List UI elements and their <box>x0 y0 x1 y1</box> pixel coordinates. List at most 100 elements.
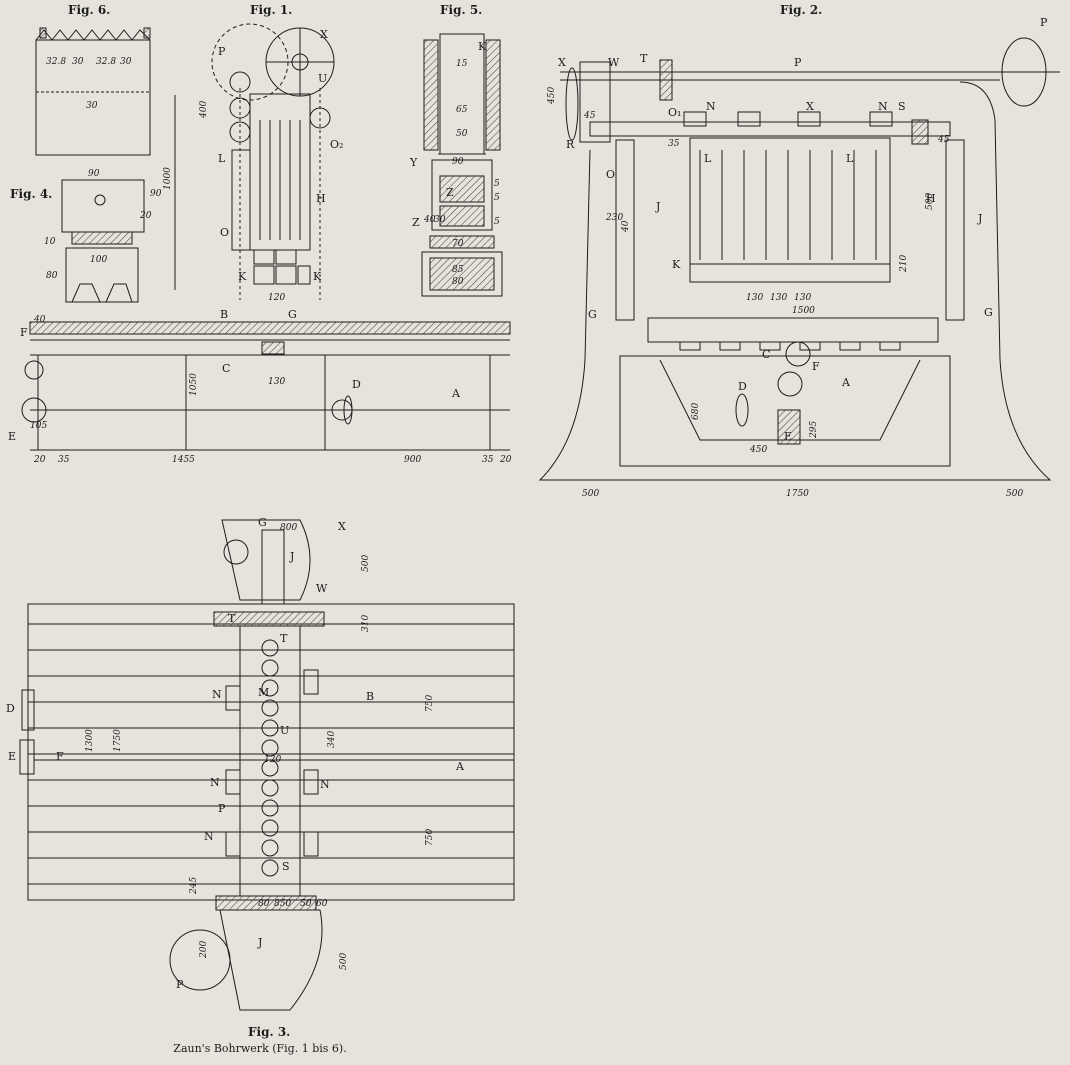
fig1-dim-1050: 1050 <box>189 373 199 396</box>
fig1-label-F: F <box>20 326 28 339</box>
fig3-label-B: B <box>366 690 374 703</box>
fig5-dim-5c: 5 <box>494 217 500 227</box>
fig3-dim-750b: 750 <box>425 829 435 846</box>
fig2-dim-35: 35 <box>668 139 680 149</box>
fig2-label-K: K <box>672 258 681 271</box>
fig5-label-Z: Z <box>446 186 454 199</box>
fig3-dim-340: 340 <box>327 731 337 748</box>
fig2-label-W: W <box>608 56 620 69</box>
fig2-label-P2: P <box>794 56 802 69</box>
fig2-dim-1500: 1500 <box>792 306 815 316</box>
fig2-dim-45: 45 <box>583 111 596 121</box>
fig1-label-K2: K <box>313 270 322 283</box>
fig2-dim-210: 210 <box>899 255 909 273</box>
fig5-dim-5a: 5 <box>494 179 500 189</box>
fig1-dim-40: 40 <box>33 315 46 325</box>
fig6-dim-5: 30 <box>86 101 98 111</box>
fig6-title: Fig. 6. <box>68 3 110 17</box>
fig3-label-W: W <box>316 582 328 595</box>
fig1-label-P: P <box>218 45 226 58</box>
fig1-group: Fig. 1. <box>8 3 512 465</box>
fig2-label-S: S <box>898 100 906 113</box>
fig5-dim-5b: 5 <box>494 193 500 203</box>
fig1-dim-35: 35 <box>482 455 494 465</box>
fig2-label-C: C <box>762 348 770 361</box>
fig6-dim-4: 30 <box>120 57 132 67</box>
fig1-dim-105: 105 <box>30 421 47 431</box>
fig1-label-K1: K <box>238 270 247 283</box>
fig3-title: Fig. 3. <box>248 1025 290 1039</box>
fig3-label-N1: N <box>212 688 222 701</box>
fig1-dim-400: 400 <box>199 101 209 119</box>
fig5-dim-65: 65 <box>456 105 468 115</box>
fig2-label-G2: G <box>984 306 993 319</box>
fig4-dim-2: 90 <box>150 189 162 199</box>
fig2-dim-230: 230 <box>605 213 623 223</box>
fig5-dim-40: 40 <box>423 215 436 225</box>
fig3-dim-245: 245 <box>189 877 199 895</box>
fig2-label-F: F <box>812 360 820 373</box>
fig3-label-P2: P <box>176 978 184 991</box>
fig2-dim-295: 295 <box>809 421 819 439</box>
fig1-dim-120: 120 <box>268 293 285 303</box>
fig2-dim-500a: 500 <box>582 489 599 499</box>
fig2-label-X2: X <box>806 100 814 113</box>
fig3-label-J2: J <box>257 936 262 949</box>
fig1-label-H: H <box>316 192 326 205</box>
fig1-label-D: D <box>352 378 361 391</box>
fig3-label-G: G <box>258 516 267 529</box>
fig6-group: Fig. 6. 32.8 30 32.8 30 30 <box>35 3 151 156</box>
fig3-dim-800: 800 <box>280 523 297 533</box>
fig1-dim-20b: 20 <box>33 455 46 465</box>
fig5-dim-70: 70 <box>452 239 464 249</box>
fig5-label-K: K <box>478 40 487 53</box>
fig3-dim-500b: 500 <box>339 953 349 970</box>
fig1-label-X: X <box>320 28 328 41</box>
fig2-label-T: T <box>640 52 648 65</box>
fig2-label-L1: L <box>704 152 712 165</box>
fig2-group: Fig. 2. <box>538 3 1060 499</box>
fig5-dim-50: 50 <box>456 129 468 139</box>
fig1-dim-1455: 1455 <box>172 455 195 465</box>
fig3-label-J1: J <box>289 550 294 563</box>
fig5-dim-85: 85 <box>452 265 464 275</box>
fig2-label-E: E <box>784 430 792 443</box>
fig2-dim-680: 680 <box>691 403 701 420</box>
fig1-label-C: C <box>222 362 230 375</box>
fig3-dim-750a: 750 <box>425 695 435 712</box>
fig1-label-E: E <box>8 430 16 443</box>
fig1-title: Fig. 1. <box>250 3 292 17</box>
fig5-dim-15: 15 <box>456 59 468 69</box>
fig3-label-X: X <box>338 520 346 533</box>
fig4-dim-4: 10 <box>44 237 56 247</box>
fig3-dim-60: 60 <box>316 899 328 909</box>
fig1-dim-130: 130 <box>268 377 285 387</box>
fig1-label-O: O <box>220 226 229 239</box>
fig4-dim-5: 80 <box>46 271 58 281</box>
fig3-dim-120: 120 <box>264 755 281 765</box>
figure-caption: Zaun's Bohrwerk (Fig. 1 bis 6). <box>173 1042 347 1055</box>
fig3-label-N4: N <box>204 830 214 843</box>
fig3-dim-1750: 1750 <box>113 729 123 752</box>
fig2-dim-450: 450 <box>547 87 557 105</box>
fig2-dim-130b: 130 <box>770 293 787 303</box>
fig4-dim-3: 20 <box>139 211 152 221</box>
fig3-label-T2: T <box>280 632 288 645</box>
fig2-label-N1: N <box>706 100 716 113</box>
fig5-dim-30: 30 <box>434 215 446 225</box>
fig6-dim-2: 30 <box>72 57 84 67</box>
fig1-dim-1000: 1000 <box>163 167 173 190</box>
fig3-label-F: F <box>56 750 64 763</box>
fig5-label-Y: Y <box>409 156 418 169</box>
fig3-label-E: E <box>8 750 16 763</box>
fig3-dim-1300: 1300 <box>85 729 95 752</box>
fig3-dim-500: 500 <box>361 555 371 572</box>
fig3-label-U: U <box>280 724 289 737</box>
fig2-label-J2: J <box>977 212 982 225</box>
fig3-dim-50: 50 <box>300 899 312 909</box>
fig2-dim-450b: 450 <box>749 445 767 455</box>
fig1-label-U: U <box>318 72 327 85</box>
fig2-label-J1: J <box>655 200 660 213</box>
